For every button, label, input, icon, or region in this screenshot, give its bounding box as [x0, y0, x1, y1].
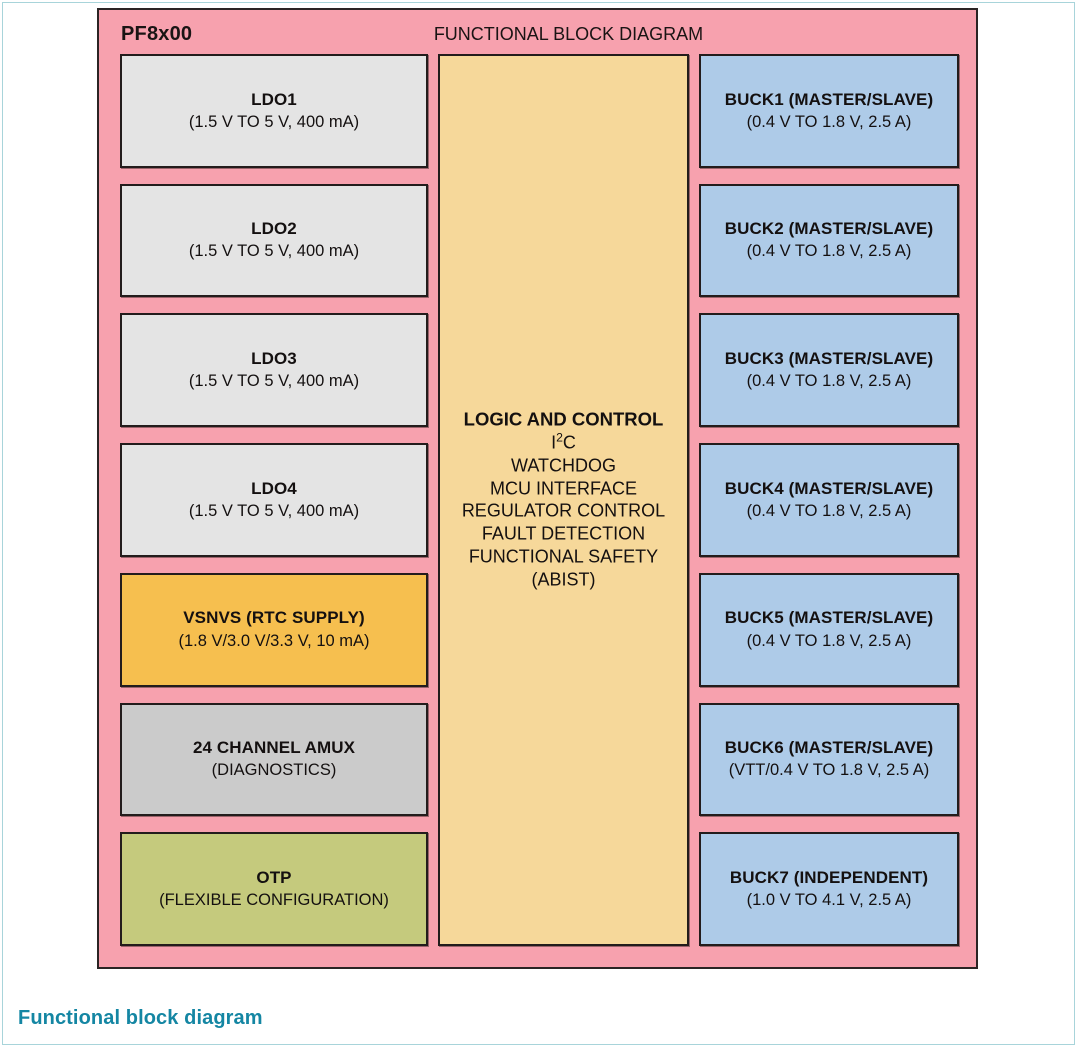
- block-buck2[interactable]: BUCK2 (MASTER/SLAVE) (0.4 V TO 1.8 V, 2.…: [699, 183, 959, 298]
- logic-line-functional-safety: FUNCTIONAL SAFETY: [468, 546, 659, 567]
- block-ldo3-title: LDO3: [251, 349, 297, 369]
- block-ldo1[interactable]: LDO1 (1.5 V TO 5 V, 400 mA): [120, 54, 428, 168]
- i2c-base: I: [551, 432, 557, 453]
- block-buck7[interactable]: BUCK7 (INDEPENDENT) (1.0 V TO 4.1 V, 2.5…: [699, 832, 959, 947]
- block-ldo1-title: LDO1: [251, 89, 297, 109]
- logic-line-watchdog: WATCHDOG: [511, 455, 616, 476]
- block-ldo2-spec: (1.5 V TO 5 V, 400 mA): [188, 242, 360, 261]
- block-vsnvs-spec: (1.8 V/3.0 V/3.3 V, 10 mA): [178, 631, 370, 650]
- center-block-column: LOGIC AND CONTROL I2C WATCHDOG MCU INTER…: [438, 54, 689, 946]
- i2c-superscript: 2: [556, 430, 563, 445]
- functional-block-diagram-container: PF8x00 FUNCTIONAL BLOCK DIAGRAM LDO1 (1.…: [97, 8, 978, 969]
- block-buck4-spec: (0.4 V TO 1.8 V, 2.5 A): [746, 501, 912, 520]
- block-buck1-spec: (0.4 V TO 1.8 V, 2.5 A): [746, 112, 912, 131]
- block-buck2-title: BUCK2 (MASTER/SLAVE): [724, 219, 934, 239]
- diagram-title: FUNCTIONAL BLOCK DIAGRAM: [433, 24, 704, 44]
- block-ldo4-title: LDO4: [251, 478, 297, 498]
- block-buck7-title: BUCK7 (INDEPENDENT): [729, 867, 929, 887]
- block-ldo3[interactable]: LDO3 (1.5 V TO 5 V, 400 mA): [120, 313, 428, 428]
- block-otp-spec: (FLEXIBLE CONFIGURATION): [159, 890, 389, 909]
- block-ldo2[interactable]: LDO2 (1.5 V TO 5 V, 400 mA): [120, 183, 428, 298]
- block-vsnvs[interactable]: VSNVS (RTC SUPPLY) (1.8 V/3.0 V/3.3 V, 1…: [120, 572, 428, 687]
- block-otp[interactable]: OTP (FLEXIBLE CONFIGURATION): [120, 832, 428, 947]
- logic-line-mcu-interface: MCU INTERFACE: [489, 478, 637, 499]
- block-logic-and-control[interactable]: LOGIC AND CONTROL I2C WATCHDOG MCU INTER…: [438, 54, 689, 946]
- right-block-column: BUCK1 (MASTER/SLAVE) (0.4 V TO 1.8 V, 2.…: [699, 54, 959, 947]
- block-buck4[interactable]: BUCK4 (MASTER/SLAVE) (0.4 V TO 1.8 V, 2.…: [699, 443, 959, 557]
- logic-line-i2c: I2C: [440, 431, 687, 454]
- block-ldo4[interactable]: LDO4 (1.5 V TO 5 V, 400 mA): [120, 443, 428, 557]
- block-vsnvs-title: VSNVS (RTC SUPPLY): [183, 608, 365, 628]
- block-buck5[interactable]: BUCK5 (MASTER/SLAVE) (0.4 V TO 1.8 V, 2.…: [699, 572, 959, 687]
- block-buck6[interactable]: BUCK6 (MASTER/SLAVE) (VTT/0.4 V TO 1.8 V…: [699, 702, 959, 817]
- block-buck1-title: BUCK1 (MASTER/SLAVE): [724, 89, 934, 109]
- block-buck7-spec: (1.0 V TO 4.1 V, 2.5 A): [746, 890, 912, 909]
- block-buck1[interactable]: BUCK1 (MASTER/SLAVE) (0.4 V TO 1.8 V, 2.…: [699, 54, 959, 168]
- block-buck3-title: BUCK3 (MASTER/SLAVE): [724, 349, 934, 369]
- chip-part-number: PF8x00: [121, 23, 193, 45]
- figure-caption: Functional block diagram: [18, 1007, 263, 1029]
- logic-line-abist: (ABIST): [531, 569, 596, 590]
- block-buck6-title: BUCK6 (MASTER/SLAVE): [724, 738, 934, 758]
- block-ldo2-title: LDO2: [251, 219, 297, 239]
- block-buck2-spec: (0.4 V TO 1.8 V, 2.5 A): [746, 242, 912, 261]
- block-ldo3-spec: (1.5 V TO 5 V, 400 mA): [188, 372, 360, 391]
- block-buck3-spec: (0.4 V TO 1.8 V, 2.5 A): [746, 372, 912, 391]
- block-buck3[interactable]: BUCK3 (MASTER/SLAVE) (0.4 V TO 1.8 V, 2.…: [699, 313, 959, 428]
- block-buck4-title: BUCK4 (MASTER/SLAVE): [724, 478, 934, 498]
- block-ldo4-spec: (1.5 V TO 5 V, 400 mA): [188, 501, 360, 520]
- block-ldo1-spec: (1.5 V TO 5 V, 400 mA): [188, 112, 360, 131]
- block-amux[interactable]: 24 CHANNEL AMUX (DIAGNOSTICS): [120, 702, 428, 817]
- block-amux-title: 24 CHANNEL AMUX: [192, 738, 356, 758]
- diagram-header: PF8x00 FUNCTIONAL BLOCK DIAGRAM: [99, 10, 976, 54]
- logic-title: LOGIC AND CONTROL: [463, 408, 664, 430]
- logic-line-regulator-control: REGULATOR CONTROL: [461, 500, 666, 521]
- block-buck5-spec: (0.4 V TO 1.8 V, 2.5 A): [746, 631, 912, 650]
- block-amux-spec: (DIAGNOSTICS): [211, 761, 337, 780]
- block-otp-title: OTP: [256, 867, 292, 887]
- left-block-column: LDO1 (1.5 V TO 5 V, 400 mA) LDO2 (1.5 V …: [120, 54, 428, 947]
- i2c-tail: C: [562, 432, 576, 453]
- block-buck6-spec: (VTT/0.4 V TO 1.8 V, 2.5 A): [728, 761, 930, 780]
- block-buck5-title: BUCK5 (MASTER/SLAVE): [724, 608, 934, 628]
- logic-line-fault-detection: FAULT DETECTION: [481, 523, 646, 544]
